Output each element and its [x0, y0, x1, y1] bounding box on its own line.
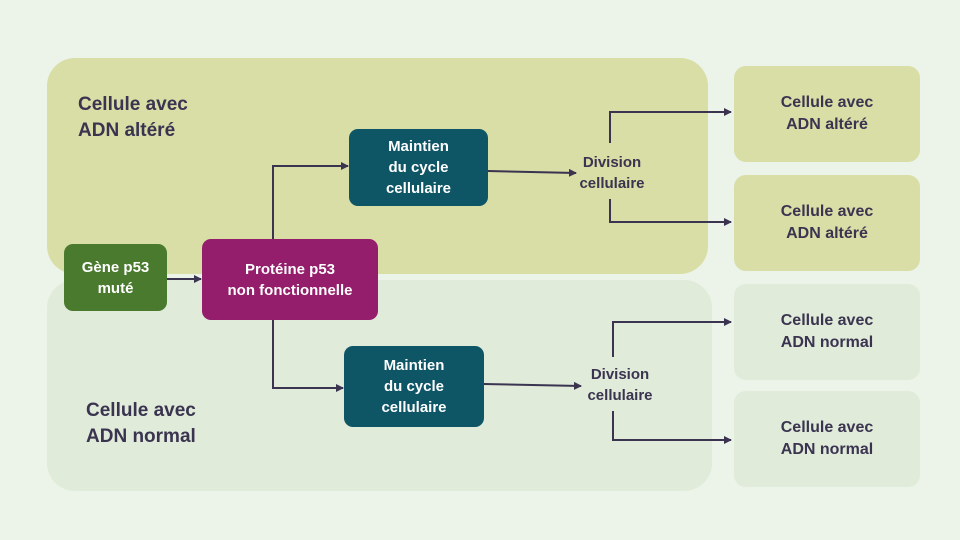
arrow-division-to-result-1: [609, 108, 732, 143]
arrow-protein-to-maintenance-bottom: [272, 320, 344, 392]
cell-cycle-maintenance-box-bottom: Maintien du cycle cellulaire: [344, 346, 484, 427]
altered-region-label: Cellule avec ADN altéré: [78, 94, 188, 141]
arrow-protein-to-maintenance-top: [272, 162, 349, 239]
arrow-division-to-result-2: [609, 199, 732, 226]
result-altered-cell-1: Cellule avec ADN altéré: [734, 66, 920, 162]
result-altered-cell-2: Cellule avec ADN altéré: [734, 175, 920, 271]
normal-region-label: Cellule avec ADN normal: [86, 400, 196, 447]
result-normal-cell-1: Cellule avec ADN normal: [734, 284, 920, 380]
arrow-division-to-result-3: [612, 318, 732, 357]
cell-division-label-top: Division cellulaire: [579, 154, 645, 192]
arrow-maintenance-to-division-bottom: [483, 381, 582, 390]
result-normal-cell-2: Cellule avec ADN normal: [734, 391, 920, 487]
arrow-maintenance-to-division-top: [487, 168, 577, 177]
mutated-p53-gene-box: Gène p53 muté: [64, 244, 167, 311]
arrow-division-to-result-4: [612, 411, 732, 444]
cell-cycle-maintenance-box-top: Maintien du cycle cellulaire: [349, 129, 488, 206]
cell-division-label-bottom: Division cellulaire: [587, 366, 653, 404]
nonfunctional-p53-protein-box: Protéine p53 non fonctionnelle: [202, 239, 378, 320]
